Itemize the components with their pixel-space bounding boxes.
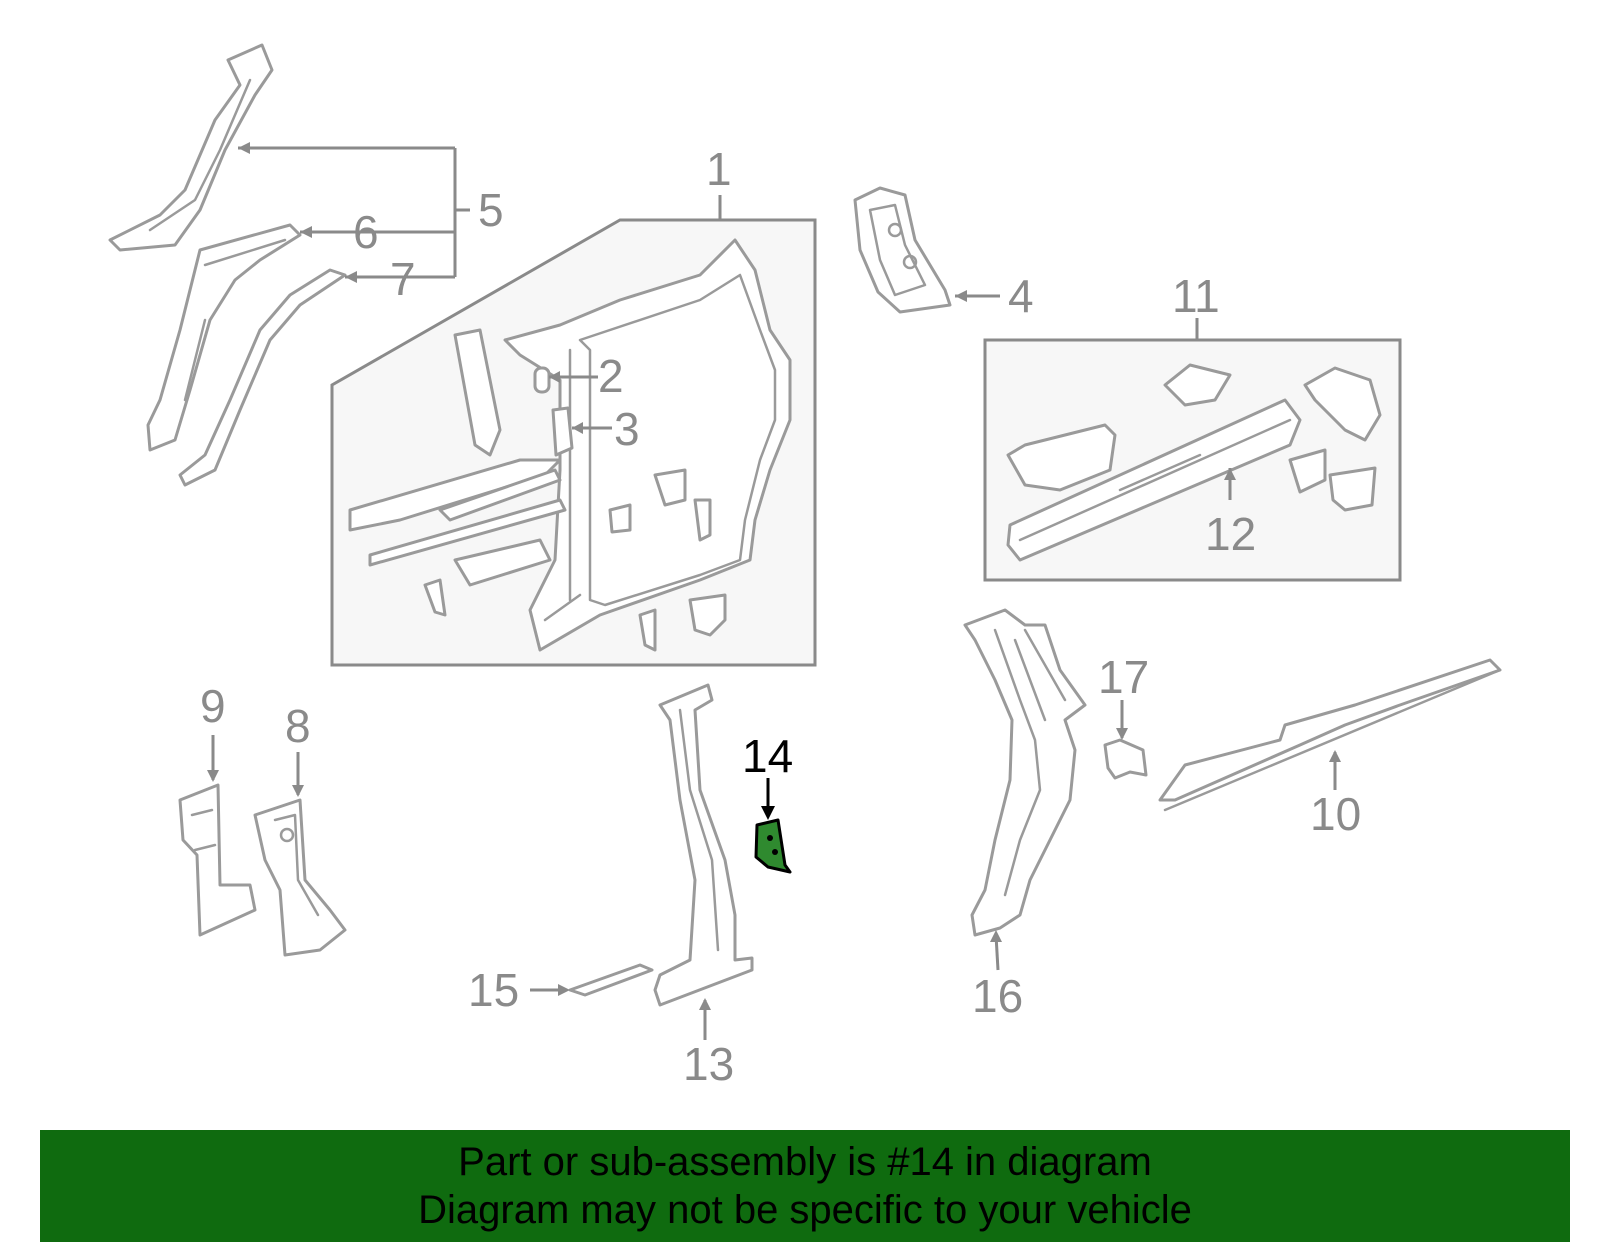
callout-7: 7 xyxy=(390,253,416,305)
part-17-bracket[interactable] xyxy=(1103,738,1148,780)
callout-4: 4 xyxy=(1008,270,1034,322)
part-6-pillar[interactable] xyxy=(146,223,302,452)
part-3-gusset[interactable] xyxy=(551,406,574,457)
banner-line-1: Part or sub-assembly is #14 in diagram xyxy=(458,1140,1152,1184)
callout-1: 1 xyxy=(706,143,732,195)
part-16-pillar[interactable] xyxy=(963,608,1087,937)
part-11-subparts[interactable] xyxy=(1006,363,1382,512)
callout-11: 11 xyxy=(1172,270,1220,322)
part-13-pillar[interactable] xyxy=(653,683,754,1007)
part-12-rocker[interactable] xyxy=(1006,398,1302,562)
callout-2: 2 xyxy=(598,350,624,402)
callout-8: 8 xyxy=(285,700,311,752)
callout-14: 14 xyxy=(742,730,793,782)
callout-9: 9 xyxy=(200,680,226,732)
part-14-highlighted[interactable] xyxy=(754,818,792,874)
callout-3: 3 xyxy=(614,403,640,455)
part-9-panel[interactable] xyxy=(178,783,257,937)
part-1-side-frame[interactable] xyxy=(348,238,792,652)
parts-diagram: 1 2 3 4 5 6 7 8 9 10 11 12 13 14 15 16 1… xyxy=(108,43,1502,1090)
callout-10: 10 xyxy=(1310,788,1361,840)
part-15-strip[interactable] xyxy=(568,963,654,997)
part-10-rocker[interactable] xyxy=(1158,658,1502,812)
callout-15: 15 xyxy=(468,964,519,1016)
callout-13: 13 xyxy=(683,1038,734,1090)
part-7-trim[interactable] xyxy=(178,268,347,487)
part-2-gusset[interactable] xyxy=(533,366,551,394)
part-8-reinforcement[interactable] xyxy=(253,798,347,957)
callout-5: 5 xyxy=(478,184,504,236)
callout-12: 12 xyxy=(1205,508,1256,560)
callout-16: 16 xyxy=(972,970,1023,1022)
info-banner: Part or sub-assembly is #14 in diagram D… xyxy=(40,1130,1570,1242)
banner-line-2: Diagram may not be specific to your vehi… xyxy=(418,1188,1192,1232)
callout-17: 17 xyxy=(1098,651,1149,703)
callout-6: 6 xyxy=(353,206,379,258)
part-5-pillar[interactable] xyxy=(108,43,274,252)
part-4-bracket[interactable] xyxy=(853,186,952,314)
